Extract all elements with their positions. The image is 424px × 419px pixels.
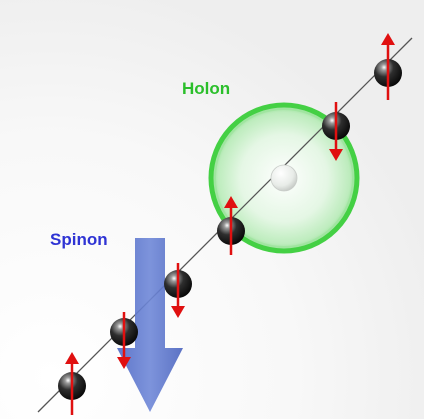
spin-site-1 [58,352,86,415]
spin-site-4 [217,196,245,255]
spin-down-arrow-icon [117,357,131,369]
spin-up-arrow-icon [65,352,79,364]
holon-halo-inner-ring [214,108,354,248]
spin-site-3 [164,263,192,318]
holon-label: Holon [182,79,231,98]
spin-up-arrow-icon [381,33,395,45]
spin-down-arrow-icon [171,306,185,318]
spin-site-7 [374,33,402,100]
spin-site-5 [270,164,298,192]
spin-site-2 [110,312,138,369]
spin-up-arrow-icon [224,196,238,208]
spinon-label: Spinon [50,230,108,249]
spin-site-6 [322,102,350,161]
empty-site-ball [270,164,298,192]
spin-down-arrow-icon [329,149,343,161]
spinon-arrow [117,238,183,412]
